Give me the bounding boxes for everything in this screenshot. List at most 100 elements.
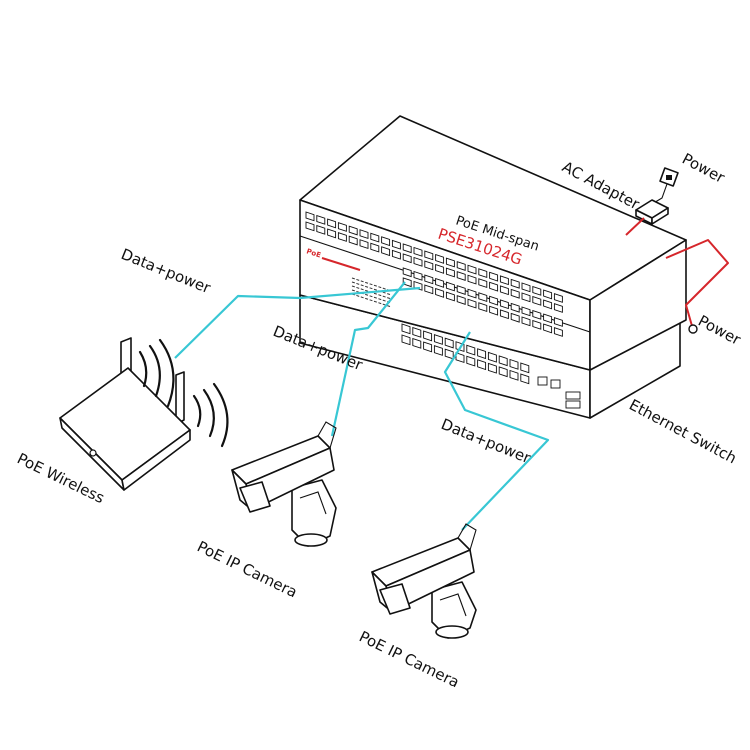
port — [510, 278, 520, 289]
port — [543, 299, 553, 310]
port — [402, 267, 412, 278]
vent-slot — [378, 302, 382, 305]
port — [543, 313, 553, 324]
data-cables — [174, 281, 550, 531]
vent-slot — [360, 284, 364, 287]
port — [413, 256, 423, 267]
port — [370, 242, 380, 253]
ip-camera-1 — [231, 421, 337, 547]
port — [466, 344, 476, 356]
port — [467, 298, 477, 309]
port — [433, 334, 443, 345]
port — [412, 326, 422, 338]
port — [477, 348, 487, 360]
power-label-top: Power — [679, 150, 728, 188]
port — [435, 287, 445, 298]
port — [316, 224, 326, 235]
port — [424, 284, 434, 295]
port — [478, 302, 488, 313]
vent-slot — [373, 288, 377, 291]
port — [467, 264, 477, 275]
vent-slot — [373, 296, 377, 299]
port — [423, 341, 433, 353]
port — [435, 253, 445, 264]
vent-slot — [356, 282, 360, 285]
port — [401, 323, 411, 335]
port — [509, 369, 519, 381]
vent-slot — [378, 286, 382, 289]
port — [498, 355, 508, 367]
port — [413, 246, 423, 257]
vent-slot — [365, 285, 369, 288]
port — [456, 271, 466, 281]
vent-slot — [382, 295, 386, 298]
port — [391, 239, 401, 250]
vent-slot — [378, 294, 382, 297]
data-power-label-1: Data+power — [119, 245, 214, 297]
data-power-label-3: Data+power — [439, 415, 534, 467]
port — [327, 218, 337, 229]
vent-slot — [365, 297, 369, 300]
port — [402, 277, 412, 288]
vent-slot — [365, 289, 369, 292]
ethernet-switch-label: Ethernet Switch — [626, 396, 740, 468]
port — [435, 277, 445, 288]
port — [499, 299, 509, 310]
poe-wireless-router — [59, 337, 229, 491]
vent-slot — [351, 277, 355, 280]
port — [391, 249, 401, 260]
port — [381, 246, 391, 257]
vent-slot — [356, 294, 360, 297]
port — [489, 305, 499, 316]
switch-port-grid — [401, 323, 530, 385]
uplink-port — [550, 379, 561, 389]
cable-to-camera-2 — [443, 331, 550, 531]
wifi-wave-icon — [138, 350, 148, 388]
port — [348, 225, 358, 236]
port — [521, 282, 531, 293]
port — [424, 274, 434, 285]
port — [370, 232, 380, 243]
port — [456, 261, 466, 271]
port — [467, 274, 477, 285]
port — [510, 288, 520, 299]
power-label-side: Power — [695, 312, 744, 350]
vent-slot — [351, 281, 355, 284]
vent-slot — [378, 298, 382, 301]
port — [445, 291, 455, 302]
port — [359, 229, 369, 240]
vent-slot — [365, 281, 369, 284]
vent-slot — [382, 291, 386, 294]
uplink-port — [537, 376, 548, 386]
port — [424, 260, 434, 271]
vent-slot — [382, 287, 386, 290]
poe-midspan: PoE PoE Mid-span PSE31024G — [299, 115, 687, 371]
port — [456, 295, 466, 305]
port — [412, 337, 422, 349]
port — [487, 351, 497, 363]
port — [467, 288, 477, 299]
sfp-port — [565, 400, 581, 409]
port — [337, 222, 347, 232]
vent-slot — [369, 299, 373, 302]
port — [487, 362, 497, 374]
port — [381, 236, 391, 247]
port — [499, 285, 509, 296]
port — [413, 270, 423, 281]
port — [532, 319, 542, 330]
port — [553, 293, 563, 303]
port — [499, 275, 509, 286]
port — [521, 306, 531, 317]
vent-slot — [356, 278, 360, 281]
port — [478, 268, 488, 279]
port — [498, 366, 508, 378]
port — [499, 309, 509, 320]
ip-camera-2 — [371, 523, 477, 639]
vent-slot — [365, 293, 369, 296]
port — [401, 334, 411, 346]
vent-slot — [360, 280, 364, 283]
cable-to-wireless — [174, 286, 421, 359]
vent-slot — [382, 303, 386, 306]
port — [489, 271, 499, 282]
